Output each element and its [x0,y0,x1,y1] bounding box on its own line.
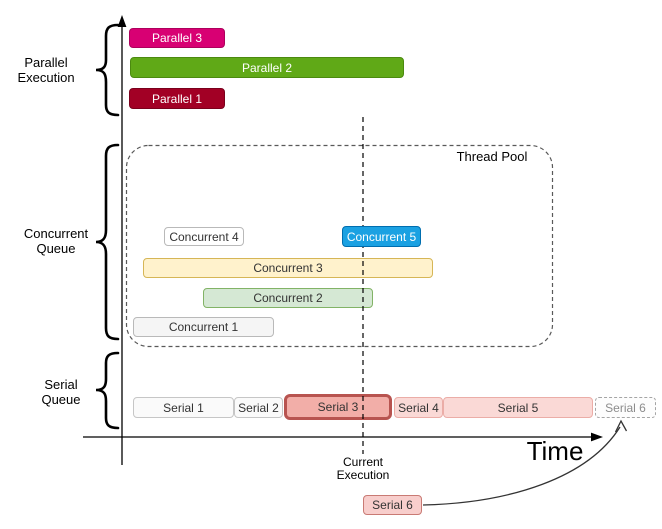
parallel-execution-label: Parallel Execution [17,55,75,85]
time-axis-label: Time [526,436,584,466]
serial-queue-label: Serial Queue [41,377,81,407]
bar-serial-5: Serial 5 [443,397,593,418]
bar-parallel-2: Parallel 2 [130,57,404,78]
thread-pool-label: Thread Pool [456,149,528,164]
vertical-axis-arrowhead-icon [117,15,127,27]
bar-serial-1: Serial 1 [133,397,234,418]
pending-serial-arrowhead-icon [614,419,628,433]
bar-serial-6-placeholder: Serial 6 [595,397,656,418]
bar-concurrent-5: Concurrent 5 [342,226,421,247]
bar-parallel-1: Parallel 1 [129,88,225,109]
bar-serial-4: Serial 4 [394,397,443,418]
concurrent-queue-label: Concurrent Queue [23,226,89,256]
current-execution-label: Current Execution [336,455,390,482]
bar-serial-2: Serial 2 [234,397,283,418]
bar-serial-3-active: Serial 3 [284,394,392,420]
bar-parallel-3: Parallel 3 [129,28,225,48]
bar-concurrent-3: Concurrent 3 [143,258,433,278]
bar-serial-6-pending: Serial 6 [363,495,422,515]
bar-concurrent-2: Concurrent 2 [203,288,373,308]
bar-concurrent-4: Concurrent 4 [164,227,244,246]
bar-concurrent-1: Concurrent 1 [133,317,274,337]
parallel-group-brace [95,23,120,117]
